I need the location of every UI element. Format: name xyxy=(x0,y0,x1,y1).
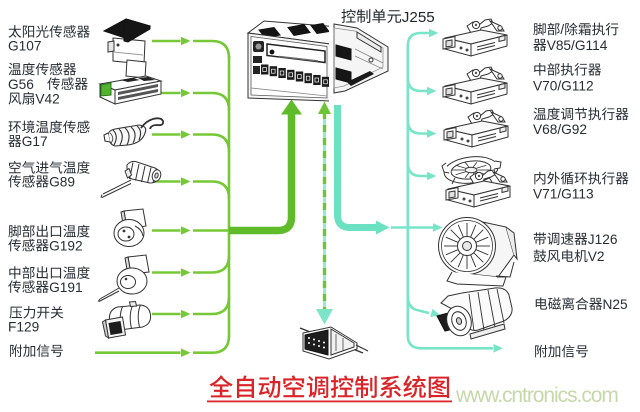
svg-text:V85/G114: V85/G114 xyxy=(547,38,608,53)
svg-text:G107: G107 xyxy=(8,39,41,54)
svg-text:V71/G113: V71/G113 xyxy=(533,186,594,201)
svg-text:J255: J255 xyxy=(402,9,435,26)
svg-text:/: / xyxy=(560,22,564,37)
svg-text:J126: J126 xyxy=(588,232,618,247)
svg-text:G191: G191 xyxy=(49,280,82,295)
svg-text:F129: F129 xyxy=(8,320,39,335)
svg-text:N25: N25 xyxy=(603,297,628,312)
svg-text:V2: V2 xyxy=(588,249,605,264)
svg-text:G56: G56 xyxy=(8,77,34,92)
svg-text:V68/G92: V68/G92 xyxy=(533,122,587,137)
svg-text:G192: G192 xyxy=(49,238,82,253)
svg-text:G89: G89 xyxy=(49,174,75,189)
svg-text:G17: G17 xyxy=(22,134,48,149)
svg-text:V42: V42 xyxy=(35,92,59,107)
svg-text:V70/G112: V70/G112 xyxy=(533,78,594,93)
svg-text:www.cntronics.com: www.cntronics.com xyxy=(455,384,618,407)
